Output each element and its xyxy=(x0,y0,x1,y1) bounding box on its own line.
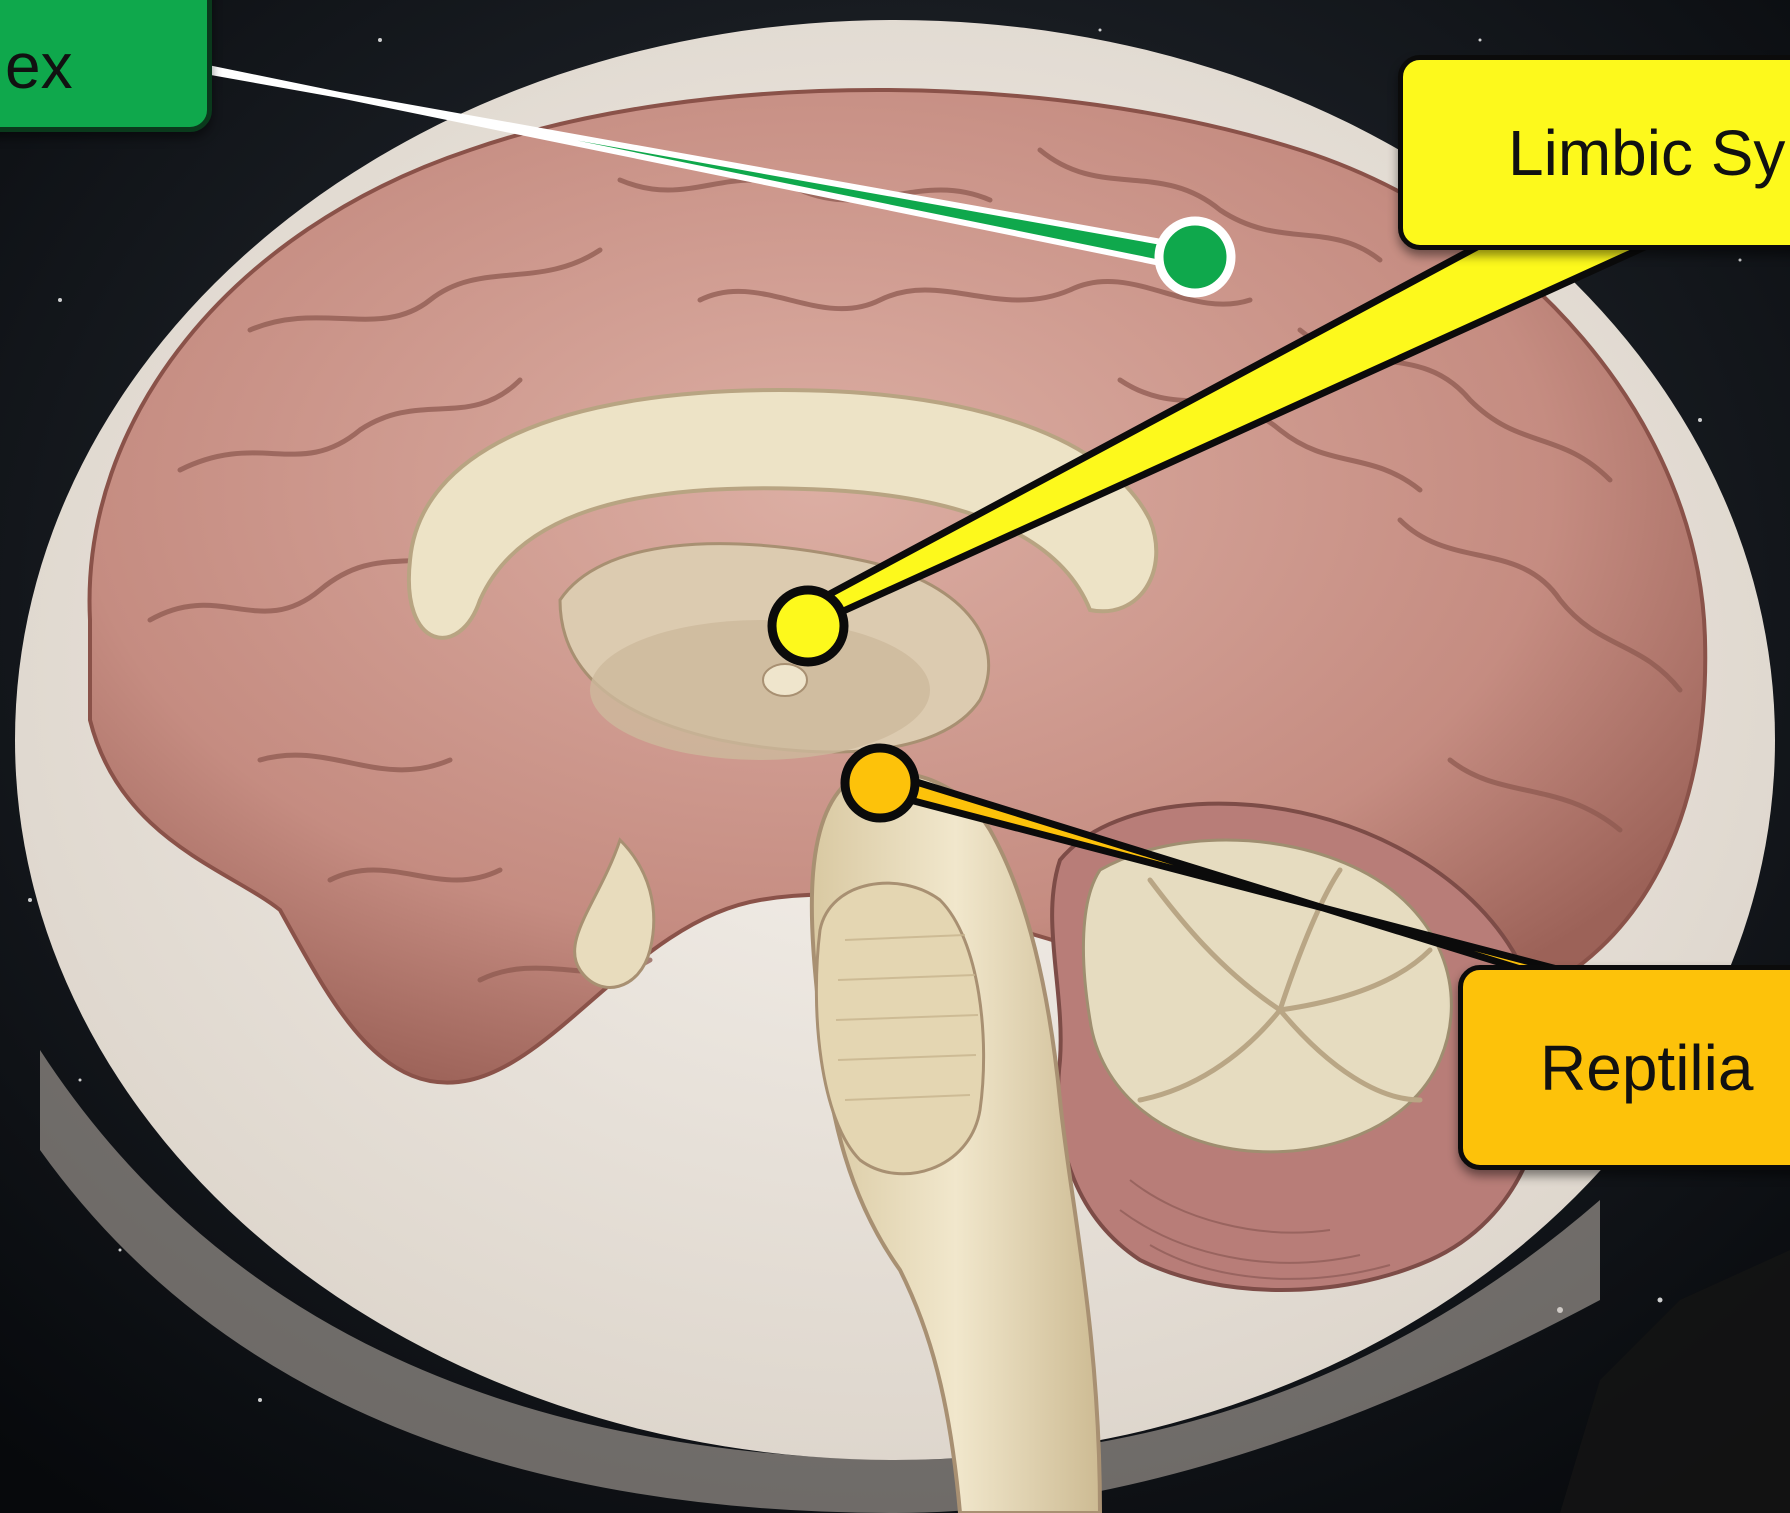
hypothalamus xyxy=(590,620,930,760)
mammillary-body xyxy=(763,664,807,696)
callout-reptilian-label: Reptilia xyxy=(1540,1031,1753,1105)
pons xyxy=(816,883,983,1174)
callout-cortex-label: ex xyxy=(5,29,73,103)
cortex-marker xyxy=(1159,221,1231,293)
callout-reptilian: Reptilia xyxy=(1458,965,1790,1170)
reptilian-marker xyxy=(845,748,915,818)
callout-limbic-label: Limbic Sy xyxy=(1508,116,1785,190)
limbic-marker xyxy=(772,590,844,662)
callout-cortex: ex xyxy=(0,0,212,132)
callout-limbic-system: Limbic Sy xyxy=(1398,55,1790,250)
